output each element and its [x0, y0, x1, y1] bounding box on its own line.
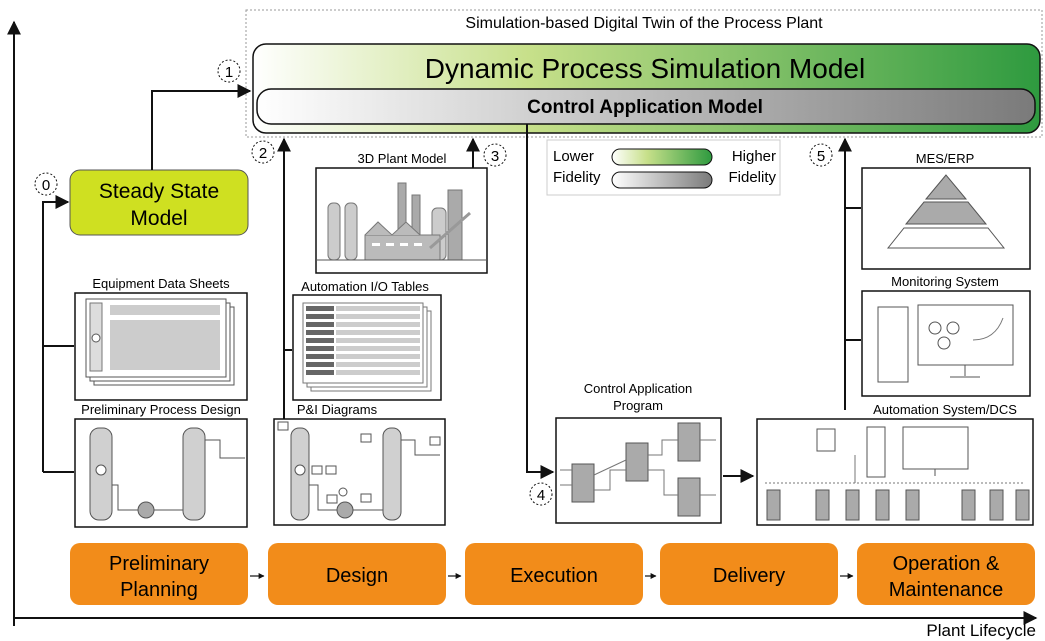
svg-text:4: 4 [537, 487, 545, 504]
step-1: 1 [217, 59, 241, 83]
pid-diagrams [273, 418, 446, 526]
control-application-model [256, 88, 1036, 125]
arrow-control-down [526, 124, 555, 479]
phase-design: Design [268, 543, 446, 605]
svg-text:Maintenance: Maintenance [889, 579, 1004, 601]
arrow-branches [845, 207, 861, 341]
plant-3d-model [315, 167, 488, 274]
step-4: 4 [529, 482, 553, 506]
monitoring-system [861, 290, 1031, 397]
legend-higher-1: Higher [732, 148, 776, 165]
equipment-data-sheets-label: Equipment Data Sheets [92, 276, 230, 291]
legend-lower-2: Fidelity [553, 169, 601, 186]
control-app-program-label-2: Program [613, 398, 663, 413]
phase-delivery: Delivery [660, 543, 838, 605]
step-5: 5 [809, 143, 833, 167]
automation-dcs-label: Automation System/DCS [873, 402, 1017, 417]
legend-lower-1: Lower [553, 148, 594, 165]
control-app-model-label: Control Application Model [527, 97, 763, 118]
svg-text:Planning: Planning [120, 579, 198, 601]
svg-text:Delivery: Delivery [713, 565, 785, 587]
svg-text:Preliminary: Preliminary [109, 553, 209, 575]
arrow-steady-to-dynamic [151, 84, 252, 170]
mes-erp-label: MES/ERP [916, 151, 975, 166]
steady-state-line2: Model [130, 207, 187, 230]
svg-text:1: 1 [225, 64, 233, 81]
step-0: 0 [34, 172, 58, 196]
svg-text:3: 3 [491, 148, 499, 165]
arrow-design-bus [43, 345, 74, 473]
database-icon [816, 428, 836, 452]
svg-text:Execution: Execution [510, 565, 598, 587]
twin-region [245, 9, 1043, 138]
phase-operation-maintenance: Operation & Maintenance [857, 543, 1035, 605]
monitoring-system-label: Monitoring System [891, 274, 999, 289]
automation-io-tables-label: Automation I/O Tables [301, 279, 429, 294]
svg-text:2: 2 [259, 145, 267, 162]
pid-diagrams-label: P&I Diagrams [297, 402, 378, 417]
svg-text:5: 5 [817, 148, 825, 165]
control-app-program-label-1: Control Application [584, 381, 692, 396]
plant-3d-model-label: 3D Plant Model [358, 151, 447, 166]
axis-label: Plant Lifecycle [926, 621, 1036, 640]
steady-state-model [69, 169, 249, 236]
pump-icon [91, 333, 101, 343]
dynamic-model-label: Dynamic Process Simulation Model [425, 53, 865, 84]
steady-state-line1: Steady State [99, 180, 219, 203]
arrow-to-steady [42, 195, 70, 472]
mes-erp [861, 167, 1031, 270]
control-app-program [555, 417, 722, 524]
automation-dcs [756, 418, 1034, 526]
phase-preliminary-planning: Preliminary Planning [70, 543, 248, 605]
twin-title: Simulation-based Digital Twin of the Pro… [465, 15, 823, 32]
automation-io-tables [292, 294, 442, 401]
legend-higher-2: Fidelity [728, 169, 776, 186]
legend-green-bar [611, 148, 713, 166]
legend-grey-bar [611, 171, 713, 189]
svg-text:Operation &: Operation & [893, 553, 1000, 575]
preliminary-process-design [74, 418, 248, 528]
pump-icon [336, 501, 354, 519]
preliminary-process-design-label: Preliminary Process Design [81, 402, 241, 417]
svg-text:0: 0 [42, 177, 50, 194]
pump-icon [137, 501, 155, 519]
equipment-data-sheets [74, 292, 248, 401]
svg-text:Design: Design [326, 565, 388, 587]
monitor-icon [917, 304, 1014, 366]
step-3: 3 [483, 143, 507, 167]
step-2: 2 [251, 140, 275, 164]
phase-execution: Execution [465, 543, 643, 605]
